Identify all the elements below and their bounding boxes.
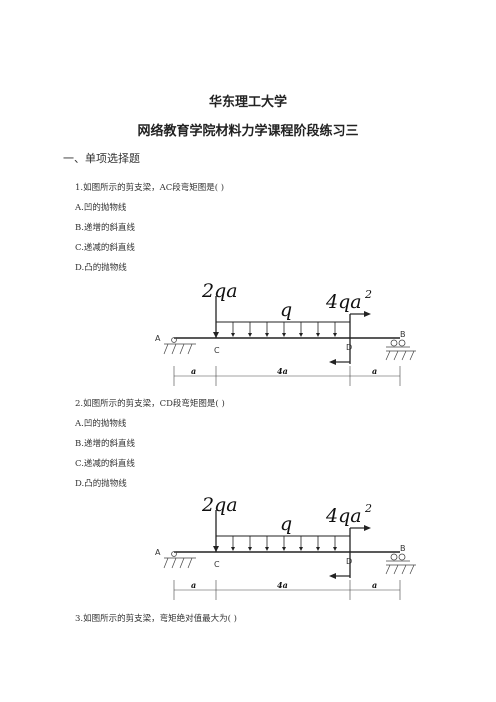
- point-c-label: C: [214, 560, 220, 569]
- question-1-option-a: A.凹的抛物线: [75, 203, 127, 213]
- dim-db-label: a: [372, 580, 377, 590]
- question-2-option-d: D.凸的抛物线: [75, 479, 127, 489]
- force-label: 2qa: [201, 280, 238, 302]
- dim-ac-label: a: [191, 366, 196, 376]
- question-1-stem: 1.如图所示的剪支梁，AC段弯矩图是( ): [75, 183, 225, 193]
- moment-label: 4qa: [325, 505, 362, 527]
- moment-label: 4qa: [325, 291, 362, 313]
- question-3-stem: 3.如图所示的剪支梁，弯矩绝对值最大为( ): [75, 614, 237, 624]
- point-b-label: B: [400, 330, 406, 339]
- point-d-label: D: [346, 557, 352, 566]
- dim-cd-label: 4a: [277, 580, 288, 590]
- question-1-option-d: D.凸的抛物线: [75, 263, 127, 273]
- dim-db-label: a: [372, 366, 377, 376]
- question-2-option-c: C.递减的斜直线: [75, 459, 135, 469]
- question-1-option-c: C.递减的斜直线: [75, 243, 135, 253]
- point-d-label: D: [346, 343, 352, 352]
- question-1-option-b: B.递增的斜直线: [75, 223, 135, 233]
- dim-cd-label: 4a: [277, 366, 288, 376]
- load-label: q: [280, 299, 292, 321]
- moment-exponent: 2: [364, 288, 372, 301]
- load-label: q: [280, 513, 292, 535]
- beam-figure-2: 2qa q 4qa 2 A C D B a 4a a: [150, 486, 425, 616]
- course-title: 网络教育学院材料力学课程阶段练习三: [137, 124, 359, 139]
- beam-figure-1: 2qa q 4qa 2 A C D B a 4a a: [150, 278, 425, 408]
- dim-ac-label: a: [191, 580, 196, 590]
- point-a-label: A: [155, 548, 161, 557]
- force-label: 2qa: [201, 494, 238, 516]
- section-heading: 一、单项选择题: [63, 152, 140, 165]
- question-2-option-a: A.凹的抛物线: [75, 419, 127, 429]
- question-2-option-b: B.递增的斜直线: [75, 439, 135, 449]
- question-2-stem: 2.如图所示的剪支梁，CD段弯矩图是( ): [75, 399, 225, 409]
- moment-exponent: 2: [364, 502, 372, 515]
- school-title: 华东理工大学: [208, 95, 287, 110]
- point-b-label: B: [400, 544, 406, 553]
- point-a-label: A: [155, 334, 161, 343]
- point-c-label: C: [214, 346, 220, 355]
